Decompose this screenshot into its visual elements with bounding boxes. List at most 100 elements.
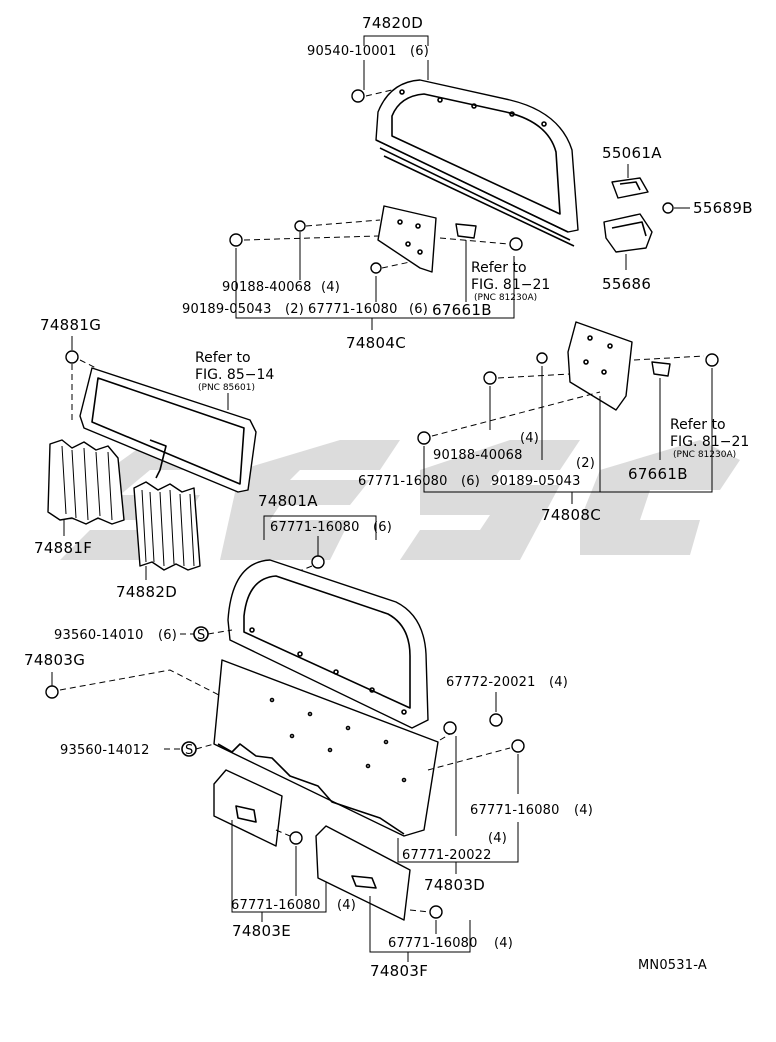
part-55061a-label: 55061A bbox=[602, 144, 662, 162]
bracket-plate-part bbox=[377, 205, 437, 273]
rear-clip-qty: (2) bbox=[576, 456, 595, 471]
retainer-qty: (4) bbox=[549, 675, 568, 690]
sub-74804c-group: 90188-40068 (4) Refer to FIG. 81−21 (PNC… bbox=[182, 205, 550, 352]
rear-fastener-icon bbox=[705, 353, 719, 367]
rear-fastener-lower-icon bbox=[417, 431, 431, 445]
assembly-f-bracket bbox=[369, 896, 471, 953]
diagram-code: MN0531-A bbox=[638, 958, 707, 973]
ref-label: Refer to bbox=[471, 260, 527, 276]
fastener-qty: (6) bbox=[409, 302, 428, 317]
top-assembly-group: 74820D 90540-10001 (6) bbox=[307, 14, 579, 247]
rear-clip-number: 90189-05043 bbox=[491, 474, 581, 489]
clip-74881g-icon bbox=[65, 350, 79, 364]
assembly-d-bracket bbox=[397, 822, 519, 863]
upper-right-group: 55061A 55689B 55686 bbox=[602, 144, 753, 293]
bezel-55686-part bbox=[603, 213, 653, 253]
screw-a-qty: (6) bbox=[158, 628, 177, 643]
rear-screw-qty: (4) bbox=[520, 431, 539, 446]
s-symbol-top-label: S bbox=[197, 628, 205, 643]
sub-74801a-fastener-number: 67771-16080 bbox=[270, 520, 360, 535]
assembly-f-label: 74803F bbox=[370, 962, 428, 980]
clip-icon bbox=[229, 233, 243, 247]
clip-number: 90189-05043 bbox=[182, 302, 272, 317]
screw-b-number: 93560-14012 bbox=[60, 743, 150, 758]
top-assembly-bracket bbox=[363, 35, 429, 46]
screw-number: 90188-40068 bbox=[222, 280, 312, 295]
sub-74801a-fastener-icon bbox=[311, 555, 325, 569]
window-frame-part bbox=[227, 559, 429, 729]
upper-frame-part bbox=[375, 79, 579, 247]
s-symbol-bottom-label: S bbox=[185, 743, 193, 758]
rear-bracket-67661b-part bbox=[651, 361, 671, 377]
sub-74808c-group: (4) 90188-40068 Refer to FIG. 81−21 (PNC… bbox=[358, 321, 749, 524]
rear-bracket-number: 67661B bbox=[628, 465, 688, 483]
fastener-e-number: 67771-16080 bbox=[231, 898, 321, 913]
clip-74803g-label: 74803G bbox=[24, 651, 85, 669]
switch-housing-part bbox=[611, 177, 649, 199]
curtain-74882d-label: 74882D bbox=[116, 583, 177, 601]
sub-74801a-group: 74801A 67771-16080 (6) bbox=[227, 492, 429, 729]
top-bolt-number: 90540-10001 bbox=[307, 44, 397, 59]
fastener-r-icon bbox=[511, 739, 525, 753]
fastener-r-number: 67771-16080 bbox=[470, 803, 560, 818]
pin-qty: (4) bbox=[488, 831, 507, 846]
rear-fastener-number: 67771-16080 bbox=[358, 474, 448, 489]
screw-qty: (4) bbox=[321, 280, 340, 295]
clip-74803g-icon bbox=[45, 685, 59, 699]
bracket-number: 67661B bbox=[432, 301, 492, 319]
watermark bbox=[60, 440, 740, 560]
sub-74804c-bracket bbox=[235, 248, 515, 319]
rear-ref-label: Refer to bbox=[670, 417, 726, 433]
sub-74801a-number: 74801A bbox=[258, 492, 318, 510]
bolt-dashline bbox=[365, 89, 393, 97]
curtain-74881f-label: 74881F bbox=[34, 539, 92, 557]
part-55689b-label: 55689B bbox=[693, 199, 753, 217]
bolt-icon bbox=[351, 89, 365, 103]
sunshade-frame-part bbox=[79, 367, 257, 493]
pin-icon bbox=[443, 721, 457, 735]
rear-fastener-qty: (6) bbox=[461, 474, 480, 489]
fastener-e-icon bbox=[289, 831, 303, 845]
lower-group: 93560-14010 (6) S 74803G 93560-14012 S 6… bbox=[24, 626, 593, 980]
sub-74801a-bracket bbox=[263, 515, 377, 540]
back-panel-part bbox=[213, 659, 439, 837]
rear-screw-icon bbox=[483, 371, 497, 385]
ref-fig: FIG. 81−21 bbox=[471, 277, 550, 293]
pin-number: 67771-20022 bbox=[402, 848, 492, 863]
ref-pnc: (PNC 81230A) bbox=[474, 293, 537, 303]
clip-74881g-label: 74881G bbox=[40, 316, 101, 334]
sub-74804c-number: 74804C bbox=[346, 334, 406, 352]
fastener-icon bbox=[509, 237, 523, 251]
sub-74808c-number: 74808C bbox=[541, 506, 601, 524]
bracket-67661b-part bbox=[455, 223, 477, 239]
left-ref-pnc: (PNC 85601) bbox=[198, 383, 255, 393]
assembly-e-label: 74803E bbox=[232, 922, 291, 940]
top-assembly-number: 74820D bbox=[362, 14, 423, 32]
fastener-f-qty: (4) bbox=[494, 936, 513, 951]
sub-74801a-fastener-qty: (6) bbox=[373, 520, 392, 535]
part-55686-label: 55686 bbox=[602, 275, 651, 293]
rear-ref-fig: FIG. 81−21 bbox=[670, 434, 749, 450]
rear-bracket-plate-part bbox=[567, 321, 633, 411]
left-ref-fig: FIG. 85−14 bbox=[195, 367, 274, 383]
left-group: 74881G Refer to FIG. 85−14 (PNC 85601) 7… bbox=[34, 316, 274, 601]
left-ref-label: Refer to bbox=[195, 350, 251, 366]
panel-74803f-part bbox=[315, 825, 411, 921]
retainer-number: 67772-20021 bbox=[446, 675, 536, 690]
rear-screw-number: 90188-40068 bbox=[433, 448, 523, 463]
rear-ref-pnc: (PNC 81230A) bbox=[673, 450, 736, 460]
screw-a-number: 93560-14010 bbox=[54, 628, 144, 643]
top-bolt-qty: (6) bbox=[410, 44, 429, 59]
clip-qty: (2) bbox=[285, 302, 304, 317]
clip-55689b-icon bbox=[662, 202, 674, 214]
fastener-e-qty: (4) bbox=[337, 898, 356, 913]
fastener-f-icon bbox=[429, 905, 443, 919]
retainer-icon bbox=[489, 713, 503, 727]
assembly-d-label: 74803D bbox=[424, 876, 485, 894]
rear-clip-icon bbox=[536, 352, 548, 364]
screw-icon bbox=[294, 220, 306, 232]
sub-74808c-bracket bbox=[423, 368, 713, 493]
fastener-r-qty: (4) bbox=[574, 803, 593, 818]
fastener-f-number: 67771-16080 bbox=[388, 936, 478, 951]
